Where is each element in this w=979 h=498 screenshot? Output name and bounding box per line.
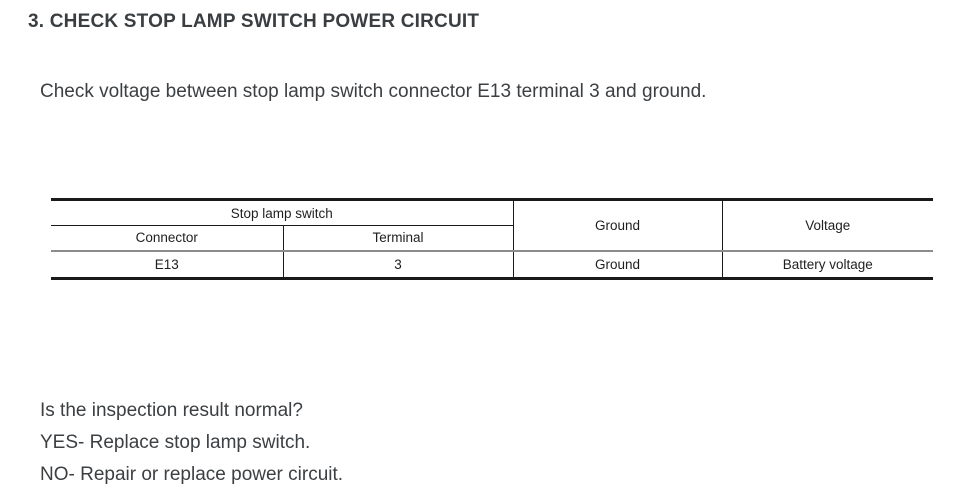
voltage-spec-table: Stop lamp switch Ground Voltage Connecto… [51, 198, 934, 280]
header-terminal: Terminal [283, 225, 514, 251]
instruction-text: Check voltage between stop lamp switch c… [40, 81, 707, 102]
inspection-result-block: Is the inspection result normal? YES- Re… [40, 395, 343, 491]
table-row: E13 3 Ground Battery voltage [51, 249, 934, 279]
header-ground: Ground [513, 199, 723, 251]
cell-voltage-value: Battery voltage [722, 249, 934, 279]
table-header-row-2: Connector Terminal [51, 225, 933, 251]
cell-terminal-value: 3 [283, 249, 514, 279]
cell-ground-value: Ground [513, 249, 723, 279]
header-connector: Connector [51, 225, 284, 251]
header-voltage: Voltage [805, 217, 851, 233]
cell-connector-value: E13 [51, 249, 284, 279]
result-no-action: NO- Repair or replace power circuit. [40, 464, 344, 485]
header-stop-lamp-switch: Stop lamp switch [51, 199, 514, 226]
table-header-row-1: Stop lamp switch Ground Voltage [51, 199, 933, 251]
step-heading: 3. CHECK STOP LAMP SWITCH POWER CIRCUIT [28, 11, 480, 32]
result-question: Is the inspection result normal? [40, 400, 303, 421]
result-yes-action: YES- Replace stop lamp switch. [40, 432, 311, 453]
